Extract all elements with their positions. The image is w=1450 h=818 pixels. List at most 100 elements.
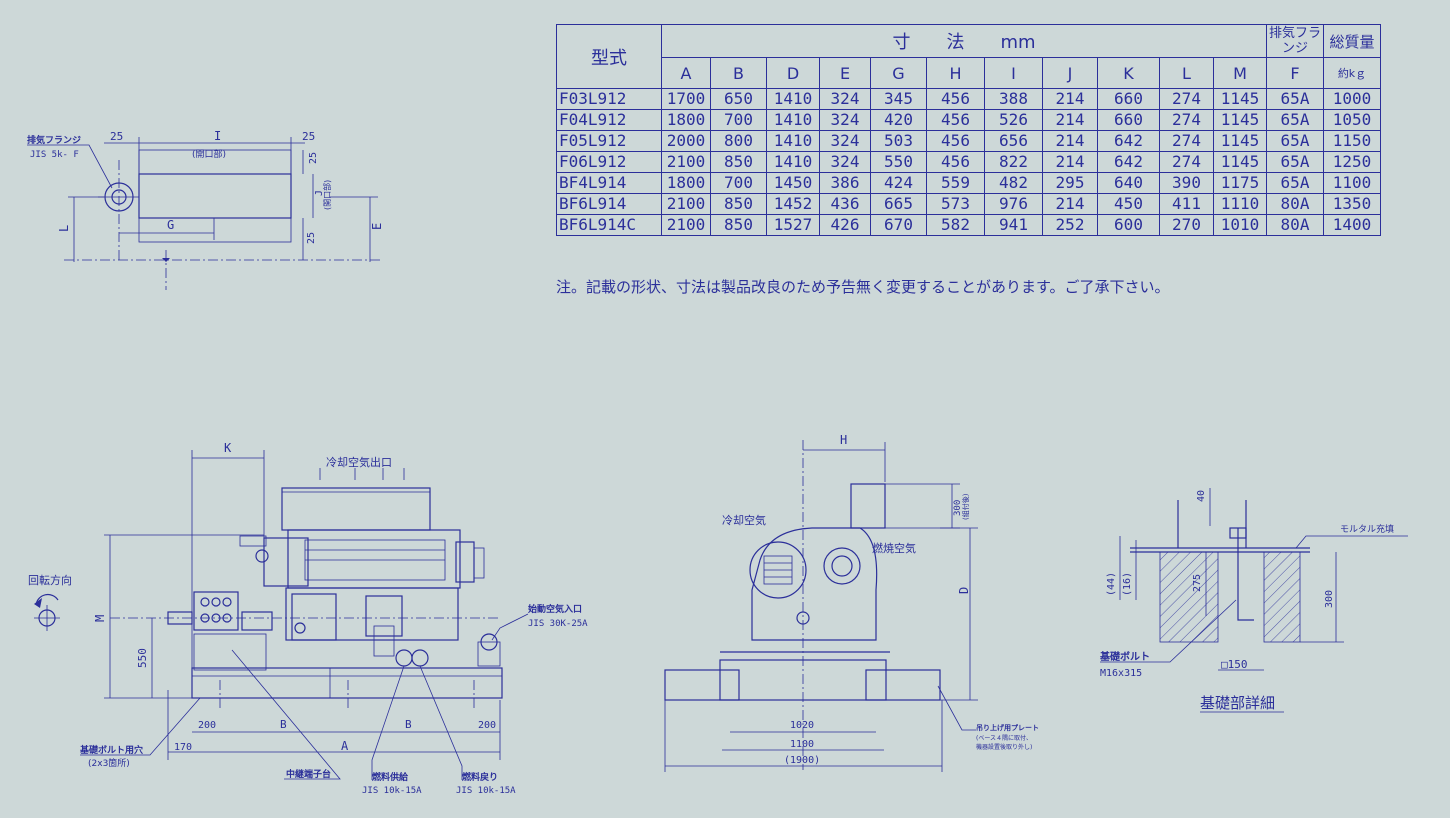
table-header-row: 型式 寸 法 mm 排気フランジ 総質量 — [556, 24, 1381, 89]
header-mass: 総質量 — [1323, 24, 1381, 58]
dim-I: I — [214, 129, 221, 143]
front-duct — [850, 483, 886, 529]
header-model: 型式 — [556, 24, 662, 89]
dim-200-left: 200 — [198, 720, 216, 731]
table-cell: 324 — [819, 88, 871, 110]
table-cell: 386 — [819, 172, 871, 194]
col-K: K — [1097, 57, 1160, 89]
table-cell: 1527 — [766, 214, 820, 236]
table-cell: 1700 — [661, 88, 711, 110]
table-cell: 2100 — [661, 193, 711, 215]
opening-v-label: (開口部) — [322, 180, 332, 210]
table-cell: 1250 — [1323, 151, 1381, 173]
mortar-label: モルタル充填 — [1340, 523, 1394, 535]
fuel-return-spec: JIS 10k-15A — [456, 786, 516, 796]
header-exhaust: 排気フランジ — [1266, 24, 1324, 58]
front-engine-body — [751, 527, 878, 641]
table-cell: 214 — [1042, 130, 1098, 152]
table-cell: 700 — [710, 109, 767, 131]
table-cell: 1175 — [1213, 172, 1267, 194]
base-frame — [191, 667, 503, 699]
cooling-duct — [281, 487, 431, 531]
opening-label: (開口部) — [192, 148, 226, 160]
table-cell: 1050 — [1323, 109, 1381, 131]
table-cell: 450 — [1097, 193, 1160, 215]
flange-opening-rect — [138, 173, 292, 219]
dim-25-vertical: 25 — [308, 152, 319, 164]
table-cell: 503 — [870, 130, 927, 152]
dim-300-foundation: 300 — [1324, 590, 1335, 608]
control-box — [193, 591, 239, 631]
flange-label: 排気フランジ — [27, 134, 81, 146]
front-view: H 300 (組付後) 冷却空気 燃焼空気 D 1020 1100 — [664, 433, 1039, 772]
dim-200-right: 200 — [478, 720, 496, 731]
table-cell: 670 — [870, 214, 927, 236]
side-view: K 冷却空気出口 — [28, 441, 588, 796]
col-H: H — [926, 57, 985, 89]
dim-J: J — [314, 190, 325, 196]
cooling-air-label: 冷却空気 — [722, 513, 766, 527]
table-cell: 550 — [870, 151, 927, 173]
table-cell: 526 — [984, 109, 1043, 131]
dim-275: 275 — [1192, 574, 1203, 592]
table-cell: 424 — [870, 172, 927, 194]
table-cell: 559 — [926, 172, 985, 194]
dim-B-left: B — [280, 718, 287, 731]
dim-A: A — [341, 739, 349, 753]
terminal-base-label: 中継端子台 — [286, 768, 331, 780]
col-B: B — [710, 57, 767, 89]
front-base — [719, 659, 887, 701]
table-cell: 345 — [870, 88, 927, 110]
table-cell: 274 — [1159, 109, 1214, 131]
table-cell: 1145 — [1213, 130, 1267, 152]
dim-D: D — [957, 587, 971, 594]
table-cell: 1450 — [766, 172, 820, 194]
dim-150: □150 — [1221, 658, 1248, 671]
lift-plate-label: 吊り上げ用プレート — [976, 723, 1039, 732]
table-cell: 411 — [1159, 193, 1214, 215]
dim-G: G — [167, 218, 174, 232]
table-cell: 274 — [1159, 130, 1214, 152]
lift-plate-note1: (ベース４隅に取付、 — [976, 734, 1032, 742]
table-cell: 1800 — [661, 172, 711, 194]
table-cell: 2000 — [661, 130, 711, 152]
bolt-hole-count: (2x3箇所) — [88, 757, 130, 769]
foundation-title: 基礎部詳細 — [1200, 694, 1275, 712]
table-cell: 1100 — [1323, 172, 1381, 194]
spec-table: 型式 寸 法 mm 排気フランジ 総質量 A B D E G H I J K L… — [556, 24, 1381, 236]
dim-25-left: 25 — [110, 130, 123, 143]
table-cell: 800 — [710, 130, 767, 152]
dim-170: 170 — [174, 742, 192, 753]
dim-H: H — [840, 433, 847, 447]
dim-300-front: 300 — [953, 500, 963, 516]
dim-16: (16) — [1122, 572, 1133, 596]
dim-25-right: 25 — [302, 130, 315, 143]
cell-model: BF6L914C — [556, 214, 662, 236]
dim-K: K — [224, 441, 232, 455]
table-cell: 1010 — [1213, 214, 1267, 236]
table-cell: 642 — [1097, 130, 1160, 152]
table-cell: 80A — [1266, 214, 1324, 236]
cooling-outlet-label: 冷却空気出口 — [326, 455, 392, 469]
engine-lower — [285, 587, 459, 641]
table-cell: 456 — [926, 130, 985, 152]
foundation-detail: 40 モルタル充填 (44) (16) 275 300 基礎ボルト M16x31… — [1099, 488, 1408, 713]
fuel-supply-spec: JIS 10k-15A — [362, 786, 422, 796]
table-cell: 270 — [1159, 214, 1214, 236]
fuel-supply-label: 燃料供給 — [372, 771, 409, 783]
start-air-spec: JIS 30K-25A — [528, 619, 588, 629]
table-cell: 1150 — [1323, 130, 1381, 152]
table-cell: 941 — [984, 214, 1043, 236]
rotation-label: 回転方向 — [28, 573, 72, 587]
lift-plate-note2: 機器設置後取り外し) — [976, 743, 1032, 751]
table-cell: 1400 — [1323, 214, 1381, 236]
anchor-bolt-label: 基礎ボルト — [1099, 650, 1150, 663]
table-cell: 642 — [1097, 151, 1160, 173]
table-cell: 1000 — [1323, 88, 1381, 110]
note-text: 注。記載の形状、寸法は製品改良のため予告無く変更することがあります。ご了承下さい… — [556, 278, 1170, 296]
